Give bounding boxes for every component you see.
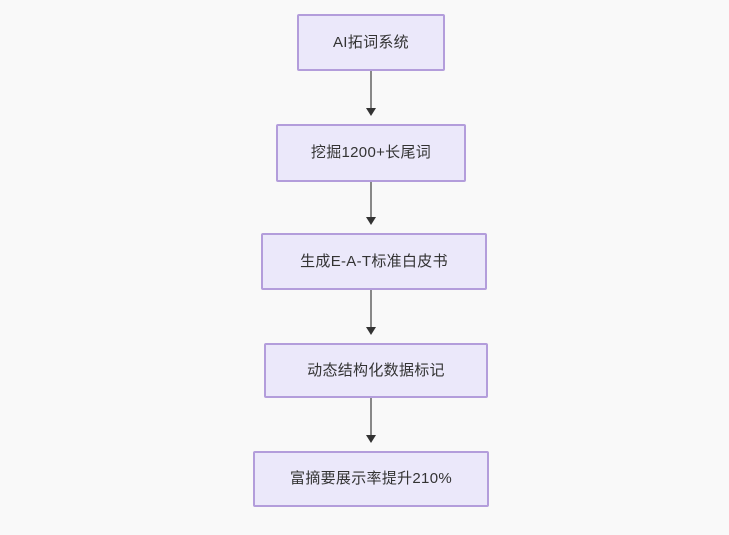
flow-node-1[interactable]: AI拓词系统 [297,14,445,71]
arrowhead-icon [366,327,376,335]
flow-node-label: 挖掘1200+长尾词 [310,144,432,161]
flow-node-label: AI拓词系统 [333,33,409,51]
arrowhead-icon [366,108,376,116]
flow-node-label: 富摘要展示率提升210% [290,470,452,487]
flow-node-3[interactable]: 生成E-A-T标准白皮书 [261,233,487,290]
edge-line [370,71,372,109]
edge-line [370,290,372,328]
flow-node-2[interactable]: 挖掘1200+长尾词 [276,124,466,182]
arrowhead-icon [366,217,376,225]
flow-node-4[interactable]: 动态结构化数据标记 [264,343,488,398]
flow-node-label: 生成E-A-T标准白皮书 [300,252,448,270]
edge-line [370,398,372,436]
flow-node-5[interactable]: 富摘要展示率提升210% [253,451,489,507]
flow-node-label: 动态结构化数据标记 [307,361,445,379]
edge-line [370,182,372,218]
arrowhead-icon [366,435,376,443]
